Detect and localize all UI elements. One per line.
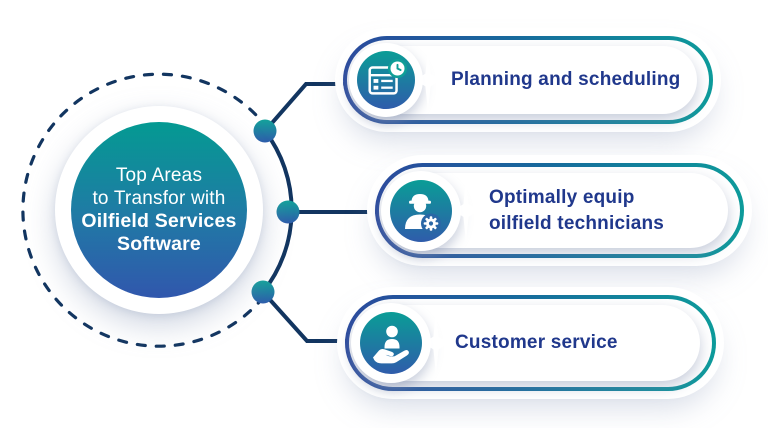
planning-schedule-icon: [368, 58, 408, 95]
customer-service-icon: [373, 325, 409, 364]
pill-label-line2: oilfield technicians: [489, 212, 665, 234]
pill-body: Customer service: [349, 299, 712, 387]
node-dot-bottom: [251, 280, 275, 304]
pill-label-line1: Optimally equip: [489, 186, 635, 208]
center-title-line1: Top Areas: [115, 165, 203, 186]
pill-optimally-equip-technicians: Optimally equip oilfield technicians: [375, 163, 744, 258]
pill-customer-service: Customer service: [345, 295, 716, 391]
center-title-line3: Oilfield Services: [81, 210, 237, 232]
pill-planning-and-scheduling: Planning and scheduling: [343, 36, 713, 124]
technician-equip-icon: [405, 193, 441, 233]
icon-gradient-circle: [360, 312, 422, 374]
pill-label: Planning and scheduling: [451, 69, 681, 90]
icon-disc: [351, 303, 449, 383]
center-title-line2: to Transfor with: [92, 188, 226, 209]
pill-body: Planning and scheduling: [347, 40, 709, 120]
icon-disc: [381, 170, 479, 251]
pill-body: Optimally equip oilfield technicians: [379, 167, 740, 254]
icon-gradient-circle: [390, 179, 452, 242]
dashed-orbit-circle: [21, 72, 270, 348]
node-dot-top: [253, 119, 277, 143]
center-title-line4: Software: [117, 233, 201, 255]
pill-label: Optimally equip oilfield technicians: [489, 185, 664, 237]
node-dot-middle: [276, 200, 300, 224]
central-circle: Top Areas to Transfor with Oilfield Serv…: [55, 106, 263, 314]
icon-gradient-circle: [357, 51, 415, 109]
pill-label: Customer service: [455, 332, 618, 353]
icon-disc: [349, 43, 441, 117]
central-circle-gradient: Top Areas to Transfor with Oilfield Serv…: [71, 122, 247, 298]
